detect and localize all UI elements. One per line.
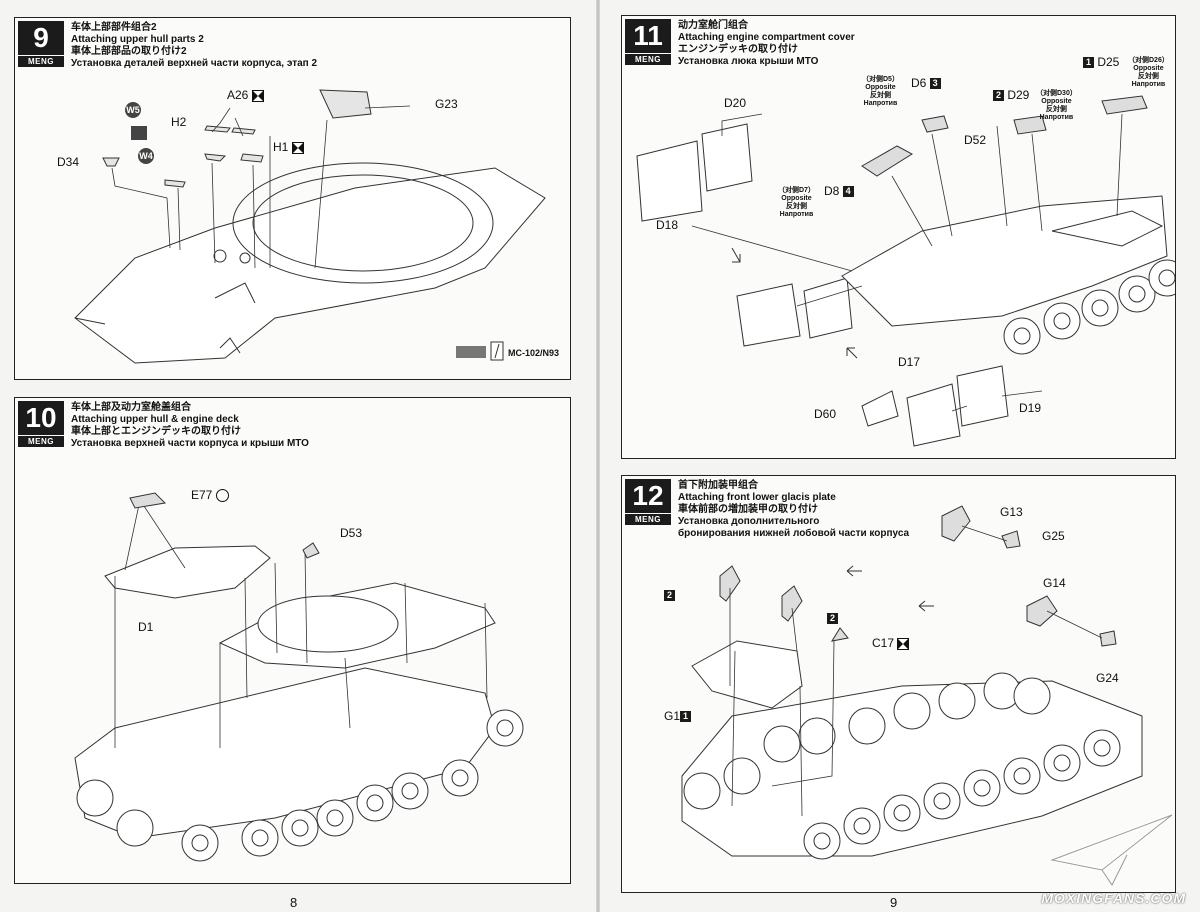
right-page: 11 MENG 动力室舱门组合 Attaching engine compart… [600,0,1200,912]
glue-icon [291,141,304,154]
brand-logo: MENG [625,514,671,525]
opposite-note-d7: （对侧D7） Opposite 反対側 Напротив [778,187,815,218]
part-label-g23: G23 [435,97,458,111]
engine-deck-drawing [636,95,1175,447]
title-en: Attaching upper hull parts 2 [71,34,204,45]
title-cn: 动力室舱门组合 [678,20,748,31]
part-label-d25: 1 D25 [1083,55,1119,69]
part-label-d1: D1 [138,620,154,634]
step-number: 9 [18,21,64,55]
part-label-d53: D53 [340,526,363,540]
hull-drawing [74,492,524,862]
part-label-g24: G24 [1096,671,1119,685]
title-jp: 車体前部の増加装甲の取り付け [678,504,818,515]
step-number: 10 [18,401,64,435]
watermark-text: MOXINGFANS.COM [1041,890,1186,906]
step-number: 11 [625,19,671,53]
part-label-g13: G13 [1000,505,1023,519]
w5-badge: W5 [125,102,141,118]
step-10-panel: 10 MENG 车体上部及动力室舱盖组合 Attaching upper hul… [14,397,571,884]
part-label-g14: G14 [1043,576,1066,590]
page-number: 8 [290,895,298,910]
part-label-d19: D19 [1019,401,1042,415]
brand-logo: MENG [18,56,64,67]
step-title: 动力室舱门组合 Attaching engine compartment cov… [678,20,855,68]
opposite-note-d5: （对侧D5） Opposite 反対側 Напротив [862,76,899,107]
title-ru: Установка верхней части корпуса и крыши … [71,438,309,449]
paint-reference: MC-102/N93 [508,348,560,358]
step-9-panel: 9 MENG 车体上部部件组合2 Attaching upper hull pa… [14,17,571,380]
step-badge: 9 MENG [18,21,64,67]
step-badge: 10 MENG [18,401,64,447]
no-glue-icon [215,489,229,503]
part-label-a26: A26 [227,88,264,102]
step-badge: 11 MENG [625,19,671,65]
title-en: Attaching front lower glacis plate [678,492,836,503]
title-jp: 車体上部とエンジンデッキの取り付け [71,426,241,437]
step-12-panel: 12 MENG 首下附加装甲组合 Attaching front lower g… [621,475,1176,893]
part-label-c17: C17 [872,636,910,650]
page-number: 9 [890,895,898,910]
w4-badge: W4 [138,148,154,164]
title-ru-1: Установка дополнительного [678,516,820,527]
title-cn: 车体上部部件组合2 [71,22,157,33]
brand-logo: MENG [625,54,671,65]
hull-drawing [74,89,546,364]
title-ru: Установка деталей верхней части корпуса,… [71,58,318,69]
decal-icon [131,126,147,140]
brand-logo: MENG [18,436,64,447]
paper-plane-watermark-icon [1046,813,1173,886]
part-label-d6: D6 3 [911,76,941,90]
part-label-d20: D20 [724,96,747,110]
part-label-d18: D18 [656,218,679,232]
sequence-box-2b: 2 [827,611,838,625]
step-11-panel: 11 MENG 动力室舱门组合 Attaching engine compart… [621,15,1176,459]
part-label-d60: D60 [814,407,837,421]
part-label-d52: D52 [964,133,987,147]
part-label-d29: 2 D29 [993,88,1029,102]
title-jp: 車体上部部品の取り付け2 [71,46,187,57]
title-en: Attaching upper hull & engine deck [71,414,239,425]
glue-icon [897,637,910,650]
step-title: 车体上部部件组合2 Attaching upper hull parts 2 車… [71,22,317,70]
part-label-d34: D34 [57,155,80,169]
part-label-h1: H1 [273,140,304,154]
title-cn: 首下附加装甲组合 [678,480,758,491]
title-ru-2: бронирования нижней лобовой части корпус… [678,528,910,539]
opposite-note-d26: （对侧D26） Opposite 反対側 Напротив [1128,57,1169,88]
title-en: Attaching engine compartment cover [678,32,855,43]
part-label-d17: D17 [898,355,921,369]
step-badge: 12 MENG [625,479,671,525]
step-number: 12 [625,479,671,513]
part-label-h2: H2 [171,115,187,129]
step-title: 车体上部及动力室舱盖组合 Attaching upper hull & engi… [71,402,309,450]
step-title: 首下附加装甲组合 Attaching front lower glacis pl… [678,480,909,540]
part-label-d8: D8 4 [824,184,854,198]
title-ru: Установка люка крыши МТО [678,56,819,67]
sequence-box-2a: 2 [664,588,675,602]
title-cn: 车体上部及动力室舱盖组合 [71,402,191,413]
part-label-e77: E77 [191,488,229,503]
glue-icon [251,89,264,102]
front-hull-drawing [681,505,1143,860]
left-page: 9 MENG 车体上部部件组合2 Attaching upper hull pa… [0,0,596,912]
paint-swatch [456,346,486,358]
page-gutter [596,0,600,912]
opposite-note-d30: （对侧D30） Opposite 反対側 Напротив [1036,90,1077,121]
title-jp: エンジンデッキの取り付け [678,44,798,55]
part-label-g25: G25 [1042,529,1065,543]
